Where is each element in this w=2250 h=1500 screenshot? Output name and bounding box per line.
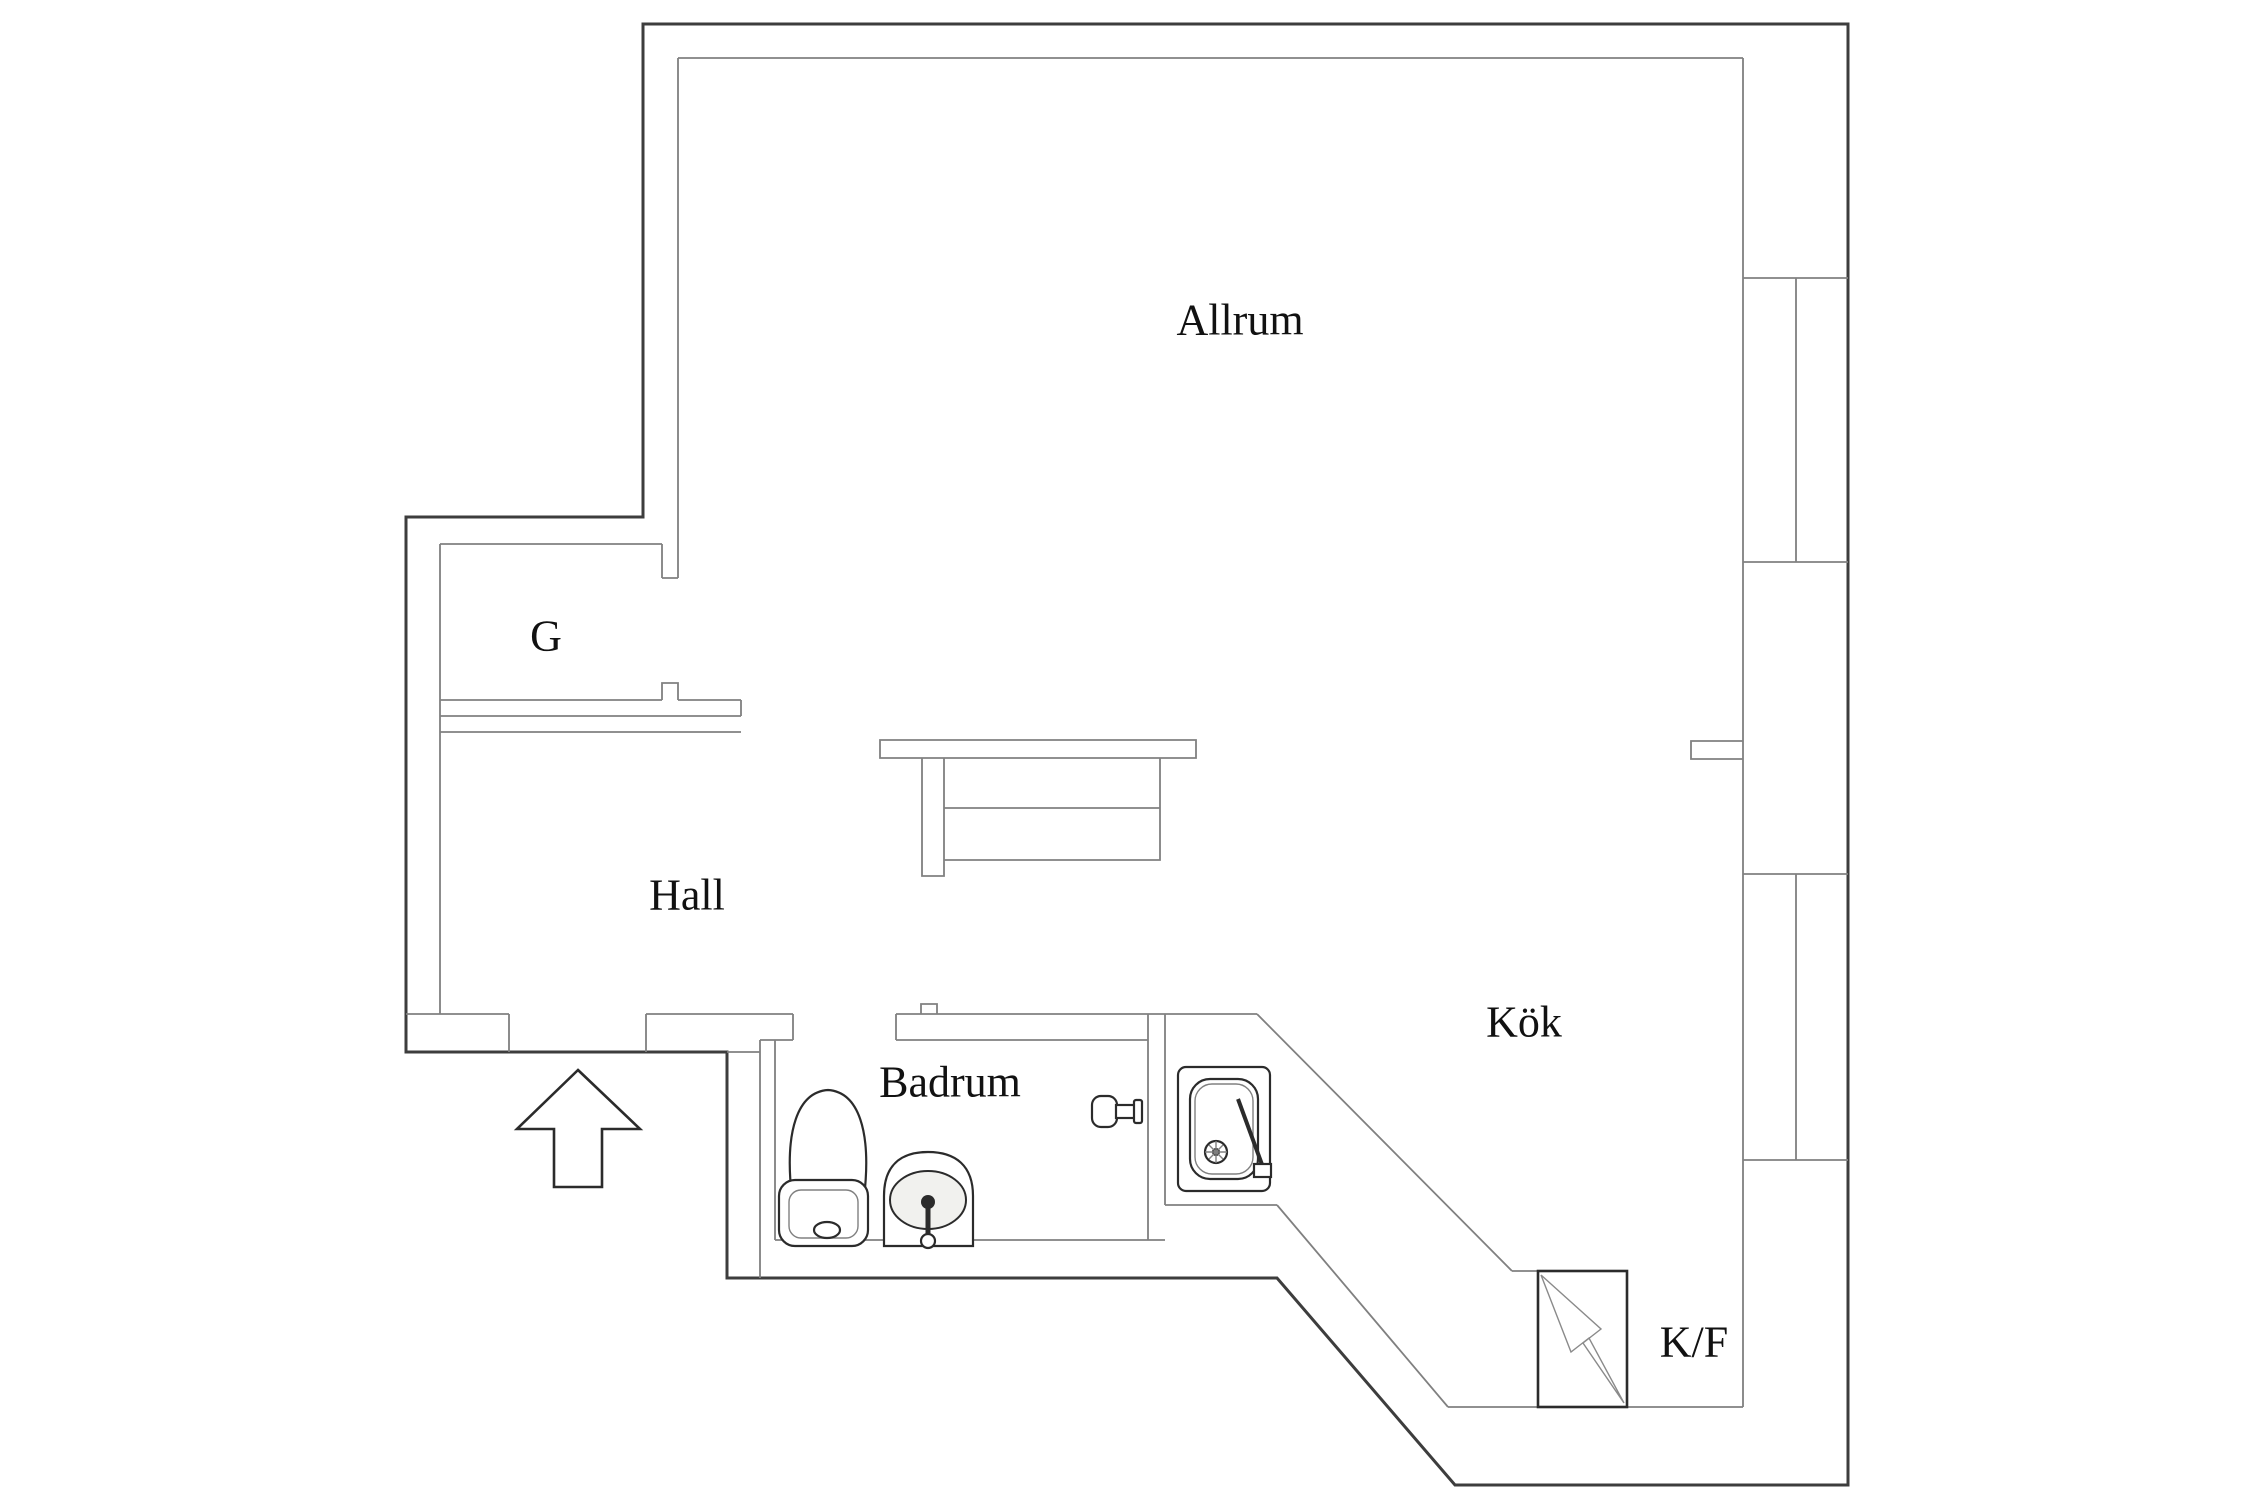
- kitchen-sink-icon: [1176, 1065, 1273, 1193]
- shower-mixer-icon: [1090, 1094, 1144, 1129]
- diagonal-walls: [1256, 1013, 1538, 1408]
- bathroom-kitchen-divider: [1147, 1014, 1166, 1241]
- fridge-freezer-icon: [1536, 1269, 1629, 1409]
- window-lower: [1743, 873, 1848, 1161]
- room-label-badrum: Badrum: [879, 1058, 1021, 1107]
- room-label-hall: Hall: [649, 871, 725, 920]
- room-label-kok: Kök: [1486, 998, 1562, 1047]
- room-label-kf: K/F: [1660, 1318, 1728, 1367]
- counter-unit: [879, 739, 1197, 877]
- inner-wall-topleft: [661, 58, 679, 579]
- room-label-g: G: [530, 612, 562, 661]
- closet-g-walls: [439, 543, 742, 1014]
- toilet-icon: [777, 1088, 870, 1248]
- right-wall-stub: [1690, 740, 1743, 760]
- washbasin-icon: [882, 1150, 975, 1250]
- bathroom-top-wall: [895, 1003, 1257, 1041]
- room-label-allrum: Allrum: [1176, 296, 1303, 345]
- window-upper: [1743, 277, 1848, 563]
- hall-bottom-wall: [406, 1013, 794, 1278]
- outer-wall: [404, 22, 1850, 1487]
- entrance-arrow-icon: [513, 1068, 644, 1189]
